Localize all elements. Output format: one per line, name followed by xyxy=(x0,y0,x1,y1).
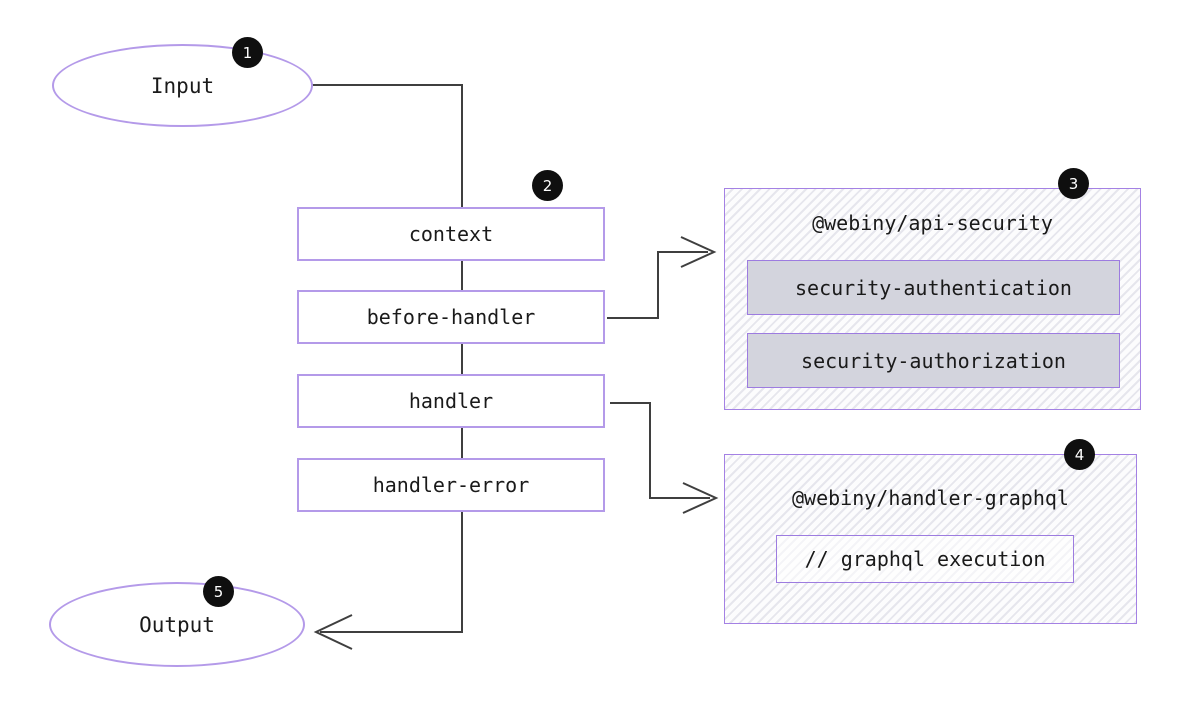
pipeline-step-context: context xyxy=(297,207,605,261)
pipeline-step-handler-error: handler-error xyxy=(297,458,605,512)
api-security-container: @webiny/api-security security-authentica… xyxy=(724,188,1141,410)
connector-handler-to-handler-graphql xyxy=(610,402,710,499)
step-label-before-handler: before-handler xyxy=(366,305,536,329)
connector-input-to-output xyxy=(311,84,463,633)
connector-before-handler-to-api-security xyxy=(607,251,708,319)
arrowhead-into-api-security xyxy=(680,236,717,268)
pipeline-step-before-handler: before-handler xyxy=(297,290,605,344)
badge-3: 3 xyxy=(1058,168,1089,199)
badge-2: 2 xyxy=(532,170,563,201)
arrowhead-into-output xyxy=(313,614,353,650)
plugin-security-authorization: security-authorization xyxy=(747,333,1120,388)
node-input: Input xyxy=(52,44,313,127)
handler-graphql-container: @webiny/handler-graphql // graphql execu… xyxy=(724,454,1137,624)
badge-4: 4 xyxy=(1064,439,1095,470)
output-label: Output xyxy=(139,612,215,637)
step-label-handler-error: handler-error xyxy=(372,473,530,497)
plugin-label-graphql-execution: // graphql execution xyxy=(804,547,1046,571)
badge-5: 5 xyxy=(203,576,234,607)
plugin-label-security-authorization: security-authorization xyxy=(801,348,1066,373)
step-label-handler: handler xyxy=(408,389,494,413)
pipeline-step-handler: handler xyxy=(297,374,605,428)
handler-graphql-title: @webiny/handler-graphql xyxy=(792,486,1069,510)
plugin-label-security-authentication: security-authentication xyxy=(795,275,1072,300)
badge-1: 1 xyxy=(232,37,263,68)
api-security-title: @webiny/api-security xyxy=(812,211,1053,235)
arrowhead-into-handler-graphql xyxy=(682,482,719,514)
step-label-context: context xyxy=(408,222,494,246)
plugin-graphql-execution: // graphql execution xyxy=(776,535,1074,583)
node-output: Output xyxy=(49,582,305,667)
plugin-security-authentication: security-authentication xyxy=(747,260,1120,315)
input-label: Input xyxy=(150,73,215,98)
